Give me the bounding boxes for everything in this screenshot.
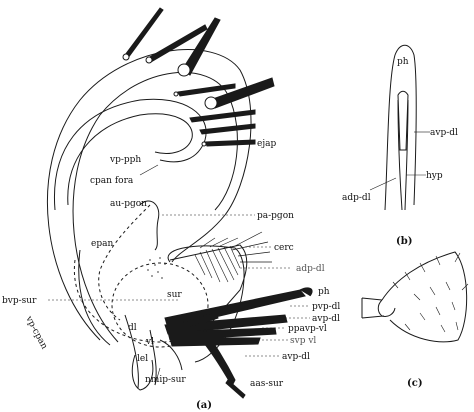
label-ppavp-vl: ppavp-vl	[288, 324, 327, 334]
label-ejap: ejap	[257, 139, 276, 149]
panel-label-c: (c)	[407, 378, 423, 389]
ph-tip	[299, 287, 313, 297]
cercus-setae	[194, 237, 241, 283]
inner-periandrium	[72, 71, 238, 343]
label-b-ph: ph	[397, 57, 409, 67]
stipple-patch	[147, 257, 166, 279]
label-vp-cpan: vp-cpan	[23, 314, 49, 351]
label-au-pgon: au-pgon	[110, 199, 147, 209]
label-cpan-fora: cpan fora	[90, 176, 134, 186]
vp-cpan	[78, 249, 111, 346]
panel-c	[361, 251, 469, 343]
panel-a	[46, 7, 313, 399]
au-pgon-outline	[139, 200, 160, 251]
labels-a: ejap vp-pph cpan fora au-pgon pa-pgon ep…	[2, 139, 340, 411]
cercus-c-base	[377, 299, 396, 317]
leader-lines	[48, 142, 310, 386]
label-avp-dl: avp-dl	[312, 314, 340, 324]
cpan-foramen-inner	[67, 113, 193, 206]
cpan-foramen	[53, 98, 207, 211]
label-dl: dl	[128, 323, 137, 333]
vl-stroke	[159, 339, 183, 371]
label-svp-vl: svp vl	[290, 336, 316, 346]
label-bvp-sur: bvp-sur	[2, 296, 37, 306]
label-b-hyp: hyp	[426, 171, 443, 181]
labels-c: (c)	[407, 378, 423, 389]
hyp-b	[397, 90, 409, 151]
label-epan: epan	[91, 239, 113, 249]
sur-arm-2	[149, 329, 157, 386]
cercus-outline	[169, 244, 248, 331]
label-avp-dl-2: avp-dl	[282, 352, 310, 362]
phallus-b-inner-2	[404, 99, 409, 211]
lel-lobe	[131, 354, 154, 391]
label-aas-sur: aas-sur	[250, 379, 284, 389]
phallus-b-outline	[384, 44, 417, 211]
label-pa-pgon: pa-pgon	[257, 211, 294, 221]
bristles	[122, 7, 275, 399]
small-setae	[231, 231, 272, 263]
label-lel: lel	[137, 354, 148, 364]
leader-b-adp	[369, 177, 397, 191]
label-vp-pph: vp-pph	[109, 155, 141, 165]
cercus-c-setae	[392, 252, 469, 333]
cercus-c-stalk	[361, 297, 385, 319]
cercus-c-outline	[381, 251, 468, 343]
label-sur: sur	[167, 290, 182, 300]
label-nmip-sur: nmip-sur	[145, 375, 186, 385]
panel-label-b: (b)	[396, 236, 412, 247]
panel-label-a: (a)	[196, 400, 212, 411]
label-vl: vl	[145, 337, 154, 347]
epandrium-dashed-2	[98, 204, 151, 321]
phallus-b-inner-1	[397, 99, 403, 211]
label-b-avp-dl: avp-dl	[430, 128, 458, 138]
label-ph: ph	[318, 287, 330, 297]
hypandrium-dashed-circle	[111, 262, 209, 348]
sur-arm-1	[124, 314, 139, 389]
label-adp-dl: adp-dl	[296, 264, 325, 274]
label-cerc: cerc	[274, 243, 294, 253]
label-b-adp-dl: adp-dl	[342, 193, 371, 203]
outer-periandrium	[46, 49, 252, 341]
labels-b: ph avp-dl hyp adp-dl (b)	[342, 57, 458, 247]
label-pvp-dl: pvp-dl	[312, 302, 340, 312]
phallus-bundle	[164, 289, 306, 388]
panel-b	[369, 44, 430, 211]
